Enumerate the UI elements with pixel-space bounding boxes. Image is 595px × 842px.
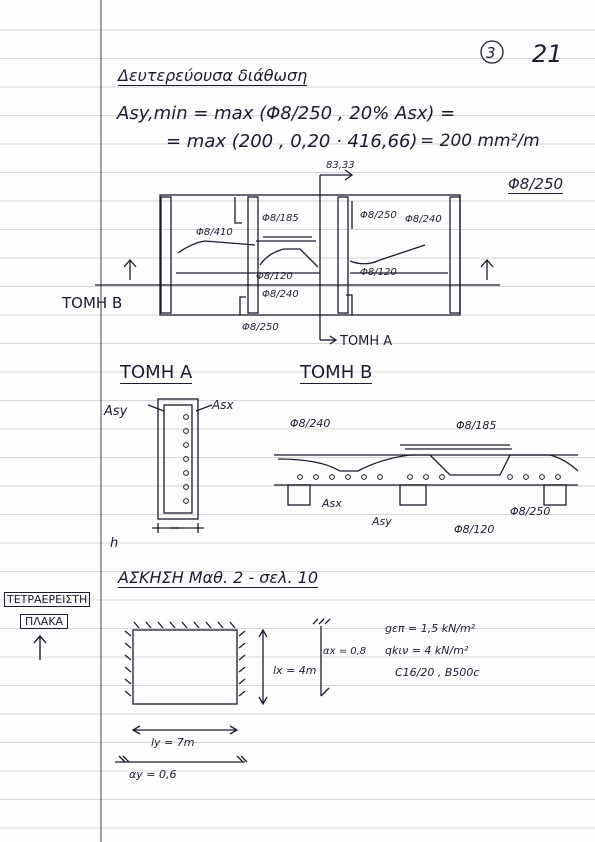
section-b-asy: Asy xyxy=(371,515,392,528)
exercise-lx: lx = 4m xyxy=(273,664,317,677)
margin-arrow xyxy=(33,634,47,660)
plan-drawing: Φ8/410 Φ8/185 Φ8/250 Φ8/240 Φ8/120 Φ8/24… xyxy=(61,169,500,349)
formula-sub-value: 83,33 xyxy=(326,160,355,171)
formula-line-2-right: = 200 mm²/m xyxy=(420,131,540,151)
exercise-ly: ly = 7m xyxy=(151,736,195,749)
slab-outline xyxy=(159,194,461,316)
plan-label-410: Φ8/410 xyxy=(196,227,233,238)
plan-section-b-label: ΤΟΜΗ Β xyxy=(61,294,122,312)
plan-label-240b: Φ8/240 xyxy=(262,289,299,300)
plan-label-250b: Φ8/250 xyxy=(242,322,279,333)
section-b-250: Φ8/250 xyxy=(510,505,550,518)
section-title-a: ΤΟΜΗ Α xyxy=(120,362,193,384)
support-left xyxy=(160,196,172,314)
bar-bent-mid xyxy=(259,248,319,268)
exercise-g: gεπ = 1,5 kN/m² xyxy=(385,622,476,635)
formula-result: Φ8/250 xyxy=(508,175,564,194)
section-a-drawing: Asy Asx h xyxy=(103,398,234,551)
section-b-asx: Asx xyxy=(321,497,342,510)
margin-tag-line-1: ΤΕΤΡΑΕΡΕΙΣΤΗ xyxy=(4,592,91,607)
plan-section-a-label: ΤΟΜΗ Α xyxy=(339,334,392,349)
bar-bent-right xyxy=(349,244,426,265)
formula-line-1: Asy,min = max (Φ8/250 , 20% Asx) = xyxy=(117,103,456,124)
support-right xyxy=(449,196,461,314)
exercise-ax: αx = 0,8 xyxy=(323,646,366,657)
section-title-b: ΤΟΜΗ Β xyxy=(300,362,373,384)
plan-label-250a: Φ8/250 xyxy=(360,210,397,221)
page-number-area: 3 21 xyxy=(480,40,563,68)
section-b-drawing: Φ8/240 Φ8/185 Asx Asy Φ8/250 Φ8/120 xyxy=(274,417,579,536)
formula-line-2-left: = max (200 , 0,20 · 416,66) xyxy=(166,131,418,152)
sheet-number: 3 xyxy=(486,44,496,62)
slab-sketch: lx = 4m ly = 7m αy = 0,6 αx = 0,8 gεπ = … xyxy=(115,618,479,781)
plan-label-120b: Φ8/120 xyxy=(360,267,397,278)
exercise-title: ΑΣΚΗΣΗ Μαθ. 2 - σελ. 10 xyxy=(118,568,319,588)
bar-top-left xyxy=(177,240,256,254)
section-b-185: Φ8/185 xyxy=(456,419,496,432)
page-number: 21 xyxy=(532,40,563,68)
plan-label-185: Φ8/185 xyxy=(262,213,299,224)
support-mid-2 xyxy=(337,196,349,314)
section-b-240: Φ8/240 xyxy=(290,417,330,430)
support-mid-1 xyxy=(247,196,259,314)
plan-label-120a: Φ8/120 xyxy=(256,271,293,282)
section-b-120: Φ8/120 xyxy=(454,523,494,536)
heading-secondary: Δευτερεύουσα διάθωση xyxy=(118,66,308,86)
margin-tag-line-2: ΠΛΑΚΑ xyxy=(20,614,69,629)
section-a-asy: Asy xyxy=(103,404,128,419)
exercise-ay: αy = 0,6 xyxy=(129,768,176,781)
plan-label-240a: Φ8/240 xyxy=(405,214,442,225)
exercise-materials: C16/20 , B500c xyxy=(395,666,479,679)
exercise-q: qkιν = 4 kN/m² xyxy=(385,644,469,657)
section-a-h: h xyxy=(110,536,118,551)
section-a-asx: Asx xyxy=(211,398,234,412)
